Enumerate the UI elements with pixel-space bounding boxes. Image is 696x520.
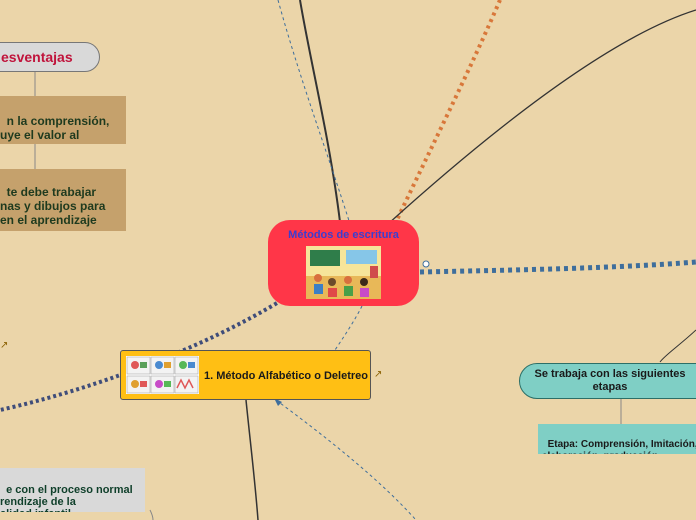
connector-right-top — [387, 9, 696, 225]
connector-navy-dotted — [0, 298, 284, 412]
desventaja-note-comprension[interactable]: n la comprensión, uye el valor al or la … — [0, 96, 126, 144]
connector-etapas — [659, 329, 696, 363]
connector-method1-down — [245, 399, 259, 520]
central-title: Métodos de escritura — [288, 229, 399, 241]
etapas-topic[interactable]: Se trabaja con las siguientes etapas — [519, 363, 696, 399]
connector-orange-dotted — [394, 0, 502, 223]
etapa-note[interactable]: Etapa: Comprensión, Imitación, elaboraci… — [538, 424, 696, 454]
etapas-label: Se trabaja con las siguientes etapas — [534, 368, 686, 393]
connector-top-dashed — [277, 0, 351, 225]
connector-bottom-note — [149, 509, 154, 520]
note1-text: n la comprensión, uye el valor al or la … — [0, 114, 110, 144]
note2-text: te debe trabajar nas y dibujos para en e… — [0, 185, 106, 231]
bottom-note[interactable]: e con el proceso normal rendizaje de la … — [0, 468, 145, 512]
connector-central-method1 — [334, 305, 363, 351]
central-topic[interactable]: Métodos de escritura — [268, 220, 419, 306]
etapa-note-text: Etapa: Comprensión, Imitación, elaboraci… — [542, 439, 696, 454]
method1-topic[interactable]: 1. Método Alfabético o Deletreo — [120, 350, 371, 400]
connector-blue-dotted — [419, 259, 696, 275]
connector-top-dark — [299, 0, 341, 223]
external-link-icon[interactable]: ↗ — [374, 369, 383, 380]
arrowhead — [274, 398, 282, 406]
alphabet-cards-illustration — [126, 356, 199, 394]
classroom-illustration — [306, 246, 381, 299]
desventaja-note-trabajar[interactable]: te debe trabajar nas y dibujos para en e… — [0, 169, 126, 231]
desventajas-topic[interactable]: esventajas — [0, 42, 100, 72]
desventajas-label: esventajas — [1, 49, 73, 65]
method1-label: 1. Método Alfabético o Deletreo — [204, 370, 369, 382]
bottom-note-text: e con el proceso normal rendizaje de la … — [0, 484, 133, 512]
connector-marker — [422, 260, 430, 268]
connector-dashed-arrow — [275, 399, 417, 520]
external-link-icon[interactable]: ↗ — [0, 340, 9, 351]
